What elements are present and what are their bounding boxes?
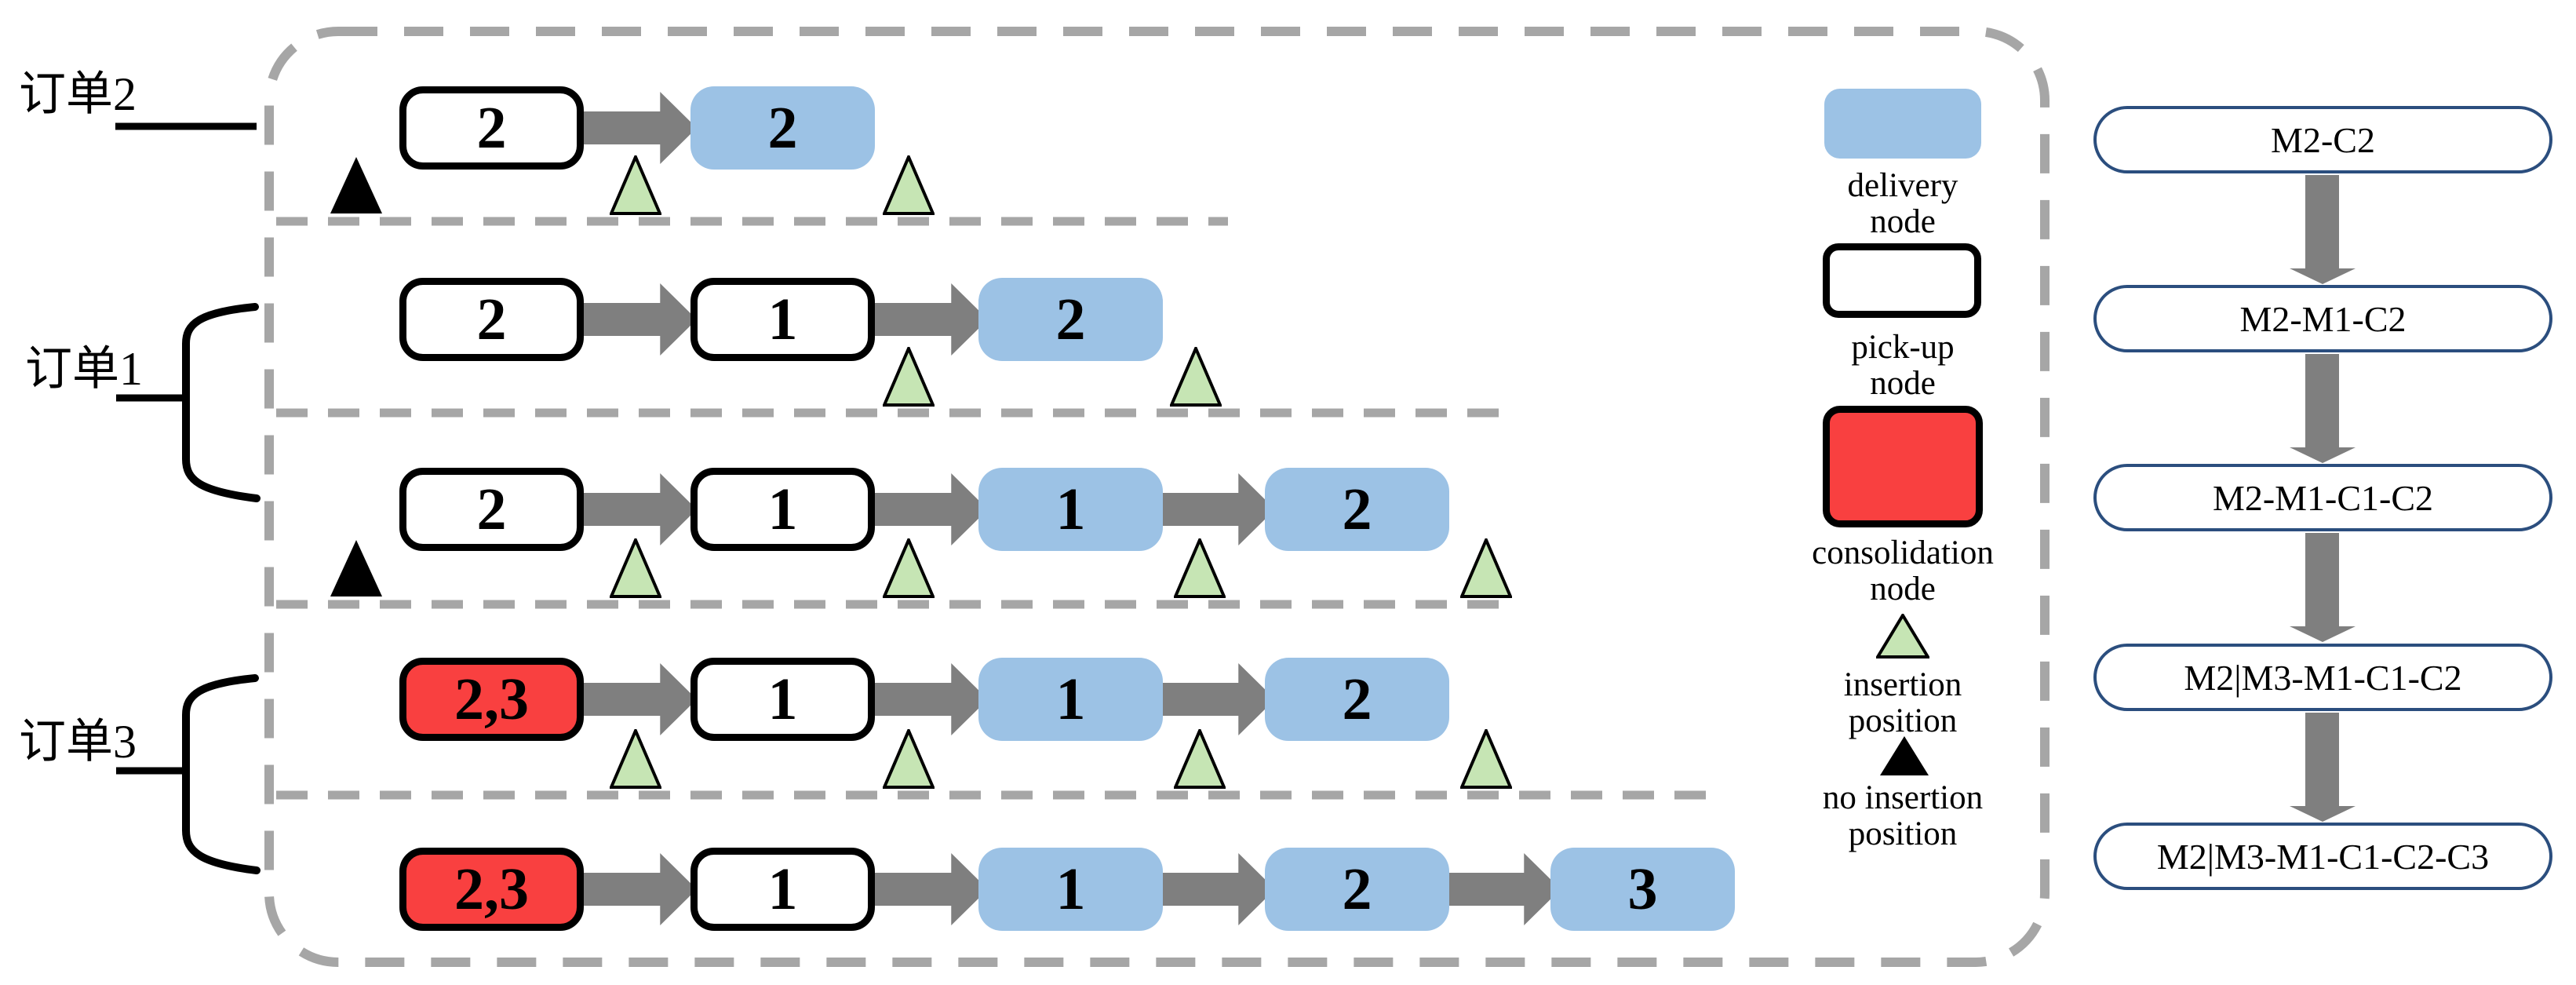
flow-step-box: M2-M1-C2 <box>2093 285 2552 352</box>
legend-label-delivery-node: delivery node <box>1847 167 1958 240</box>
node-label: 2 <box>1342 856 1372 922</box>
route-node-pickup: 1 <box>690 658 875 741</box>
node-label: 1 <box>1055 476 1086 542</box>
route-arrow-icon <box>582 473 697 545</box>
route-node-consolidation: 2,3 <box>399 658 584 741</box>
route-arrow-icon <box>1446 853 1561 925</box>
insertion-position-icon <box>610 538 661 598</box>
flow-step-label: M2|M3-M1-C1-C2-C3 <box>2156 836 2490 877</box>
route-arrow-icon <box>873 283 988 356</box>
node-label: 2 <box>476 286 507 352</box>
flow-down-arrow-icon <box>2290 533 2356 642</box>
flow-step-label: M2-M1-C1-C2 <box>2212 477 2434 518</box>
flow-step-box: M2-M1-C1-C2 <box>2093 464 2552 531</box>
insertion-position-icon <box>1174 538 1226 598</box>
flow-step-label: M2-M1-C2 <box>2239 298 2407 339</box>
node-label: 1 <box>1055 666 1086 732</box>
route-node-pickup: 2 <box>399 278 584 361</box>
route-arrow-icon <box>873 473 988 545</box>
node-label: 2 <box>476 95 507 161</box>
node-label: 1 <box>767 286 798 352</box>
no-insertion-position-icon <box>330 157 382 213</box>
insertion-position-icon <box>1170 347 1222 407</box>
legend-label-pickup-node: pick-up node <box>1851 329 1955 402</box>
flow-step-label: M2-C2 <box>2271 119 2375 160</box>
route-arrow-icon <box>1160 663 1275 735</box>
node-label: 1 <box>1055 856 1086 922</box>
route-arrow-icon <box>582 853 697 925</box>
node-label: 1 <box>767 476 798 542</box>
order1-label: 订单1 <box>25 343 143 395</box>
route-node-delivery: 2 <box>1265 468 1449 551</box>
route-node-pickup: 2 <box>399 86 584 170</box>
insertion-position-icon <box>610 155 661 215</box>
no-insertion-position-icon <box>1880 736 1929 775</box>
node-label: 2 <box>1342 666 1372 732</box>
flow-step-label: M2|M3-M1-C1-C2 <box>2184 657 2462 698</box>
flow-step-box: M2|M3-M1-C1-C2 <box>2093 644 2552 711</box>
order1-brace <box>182 303 261 502</box>
node-label: 1 <box>767 666 798 732</box>
order3-brace <box>182 674 261 874</box>
no-insertion-position-icon <box>330 540 382 596</box>
insertion-position-icon <box>883 347 935 407</box>
insertion-position-icon <box>883 538 935 598</box>
route-node-delivery: 1 <box>978 468 1163 551</box>
insertion-position-icon <box>1460 538 1512 598</box>
route-arrow-icon <box>1160 473 1275 545</box>
route-arrow-icon <box>582 92 697 164</box>
route-arrow-icon <box>582 663 697 735</box>
route-arrow-icon <box>1160 853 1275 925</box>
route-node-delivery: 2 <box>1265 848 1449 931</box>
flow-down-arrow-icon <box>2290 713 2356 822</box>
flow-down-arrow-icon <box>2290 354 2356 463</box>
route-arrow-icon <box>873 663 988 735</box>
delivery-node-swatch-icon <box>1824 89 1981 159</box>
route-arrow-icon <box>873 853 988 925</box>
insertion-position-icon <box>1460 729 1512 789</box>
route-node-delivery: 2 <box>1265 658 1449 741</box>
node-label: 3 <box>1627 856 1658 922</box>
node-label: 2 <box>767 95 798 161</box>
route-node-pickup: 2 <box>399 468 584 551</box>
route-node-pickup: 1 <box>690 848 875 931</box>
consolidation-node-swatch-icon <box>1823 406 1983 527</box>
route-arrow-icon <box>582 283 697 356</box>
insertion-position-icon <box>883 729 935 789</box>
flow-down-arrow-icon <box>2290 175 2356 284</box>
node-label: 2 <box>476 476 507 542</box>
order3-label: 订单3 <box>19 716 137 768</box>
node-label: 2,3 <box>454 666 529 732</box>
insertion-position-icon <box>610 729 661 789</box>
node-label: 2 <box>1342 476 1372 542</box>
flow-step-box: M2-C2 <box>2093 106 2552 173</box>
legend-label-consolidation-node: consolidation node <box>1812 534 1994 607</box>
node-label: 1 <box>767 856 798 922</box>
insertion-position-icon <box>883 155 935 215</box>
route-group-border <box>264 27 2050 967</box>
flow-step-box: M2|M3-M1-C1-C2-C3 <box>2093 823 2552 890</box>
route-node-delivery: 1 <box>978 658 1163 741</box>
insertion-position-icon <box>1876 614 1929 658</box>
route-node-delivery: 3 <box>1550 848 1735 931</box>
route-node-pickup: 1 <box>690 278 875 361</box>
legend-label-insertion-position: insertion position <box>1843 666 1962 739</box>
pickup-node-swatch-icon <box>1823 243 1981 318</box>
route-node-pickup: 1 <box>690 468 875 551</box>
node-label: 2 <box>1055 286 1086 352</box>
route-node-delivery: 2 <box>978 278 1163 361</box>
legend-label-no-insertion-position: no insertion position <box>1822 779 1984 852</box>
node-label: 2,3 <box>454 856 529 922</box>
route-node-delivery: 1 <box>978 848 1163 931</box>
insertion-position-icon <box>1174 729 1226 789</box>
route-node-delivery: 2 <box>690 86 875 170</box>
route-node-consolidation: 2,3 <box>399 848 584 931</box>
order2-label: 订单2 <box>19 68 137 120</box>
